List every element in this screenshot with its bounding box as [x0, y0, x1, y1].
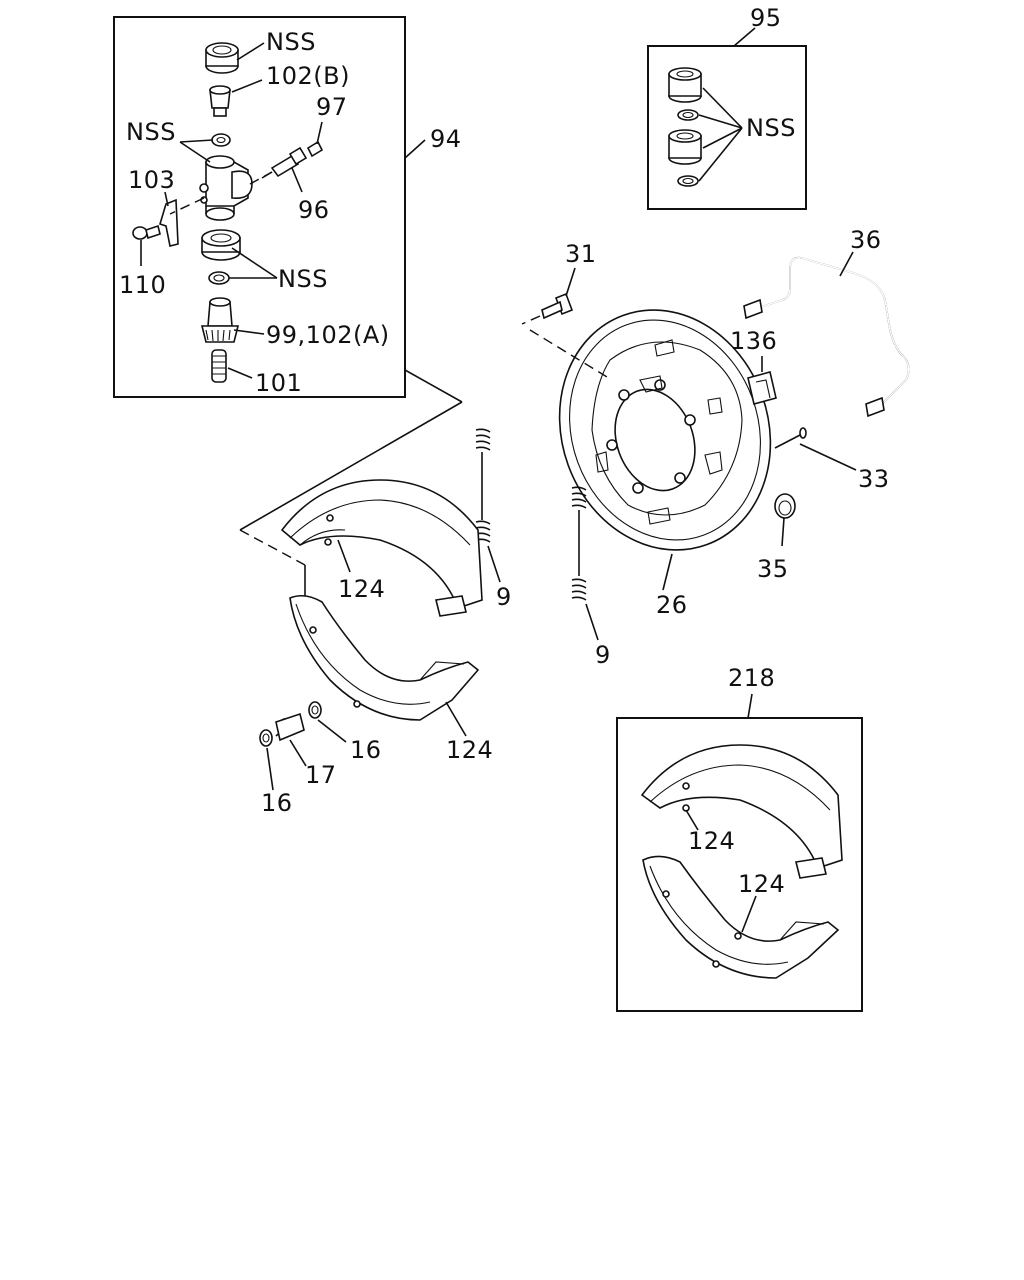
springs-9 — [475, 428, 599, 641]
label-26: 26 — [656, 591, 688, 619]
brake-shoe-upper — [280, 479, 483, 617]
brake-shoe-kit-box — [616, 717, 863, 1012]
assembly-lines — [239, 369, 463, 600]
repair-kit-box — [647, 45, 807, 210]
label-16-right: 16 — [350, 736, 382, 764]
boot-top — [205, 42, 239, 74]
label-102b: 102(B) — [266, 62, 350, 90]
label-36: 36 — [850, 226, 882, 254]
label-99-102a: 99,102(A) — [266, 321, 390, 349]
brake-shoe-lower — [289, 594, 480, 737]
bleeder-cap — [306, 140, 324, 158]
piston-102b — [209, 85, 231, 117]
lock-plate — [159, 198, 179, 247]
label-31: 31 — [565, 240, 597, 268]
label-124-kit-upper: 124 — [688, 827, 735, 855]
label-124-kit-lower: 124 — [738, 870, 785, 898]
cylinder-body — [199, 155, 253, 221]
mounting-bolt — [132, 224, 161, 240]
part-labels: NSS 102(B) 97 94 NSS 103 96 110 NSS 99,1… — [119, 4, 890, 898]
bolt-31 — [521, 267, 613, 381]
adjuster-screw — [211, 349, 227, 383]
label-110: 110 — [119, 271, 166, 299]
backing-plate — [558, 309, 772, 591]
label-97: 97 — [316, 93, 348, 121]
label-nss-kit: NSS — [746, 114, 796, 142]
label-96: 96 — [298, 196, 330, 224]
label-17: 17 — [305, 761, 337, 789]
plug-35 — [774, 493, 796, 547]
label-101: 101 — [255, 369, 302, 397]
spring-17-washers-16 — [259, 701, 347, 791]
label-103: 103 — [128, 166, 175, 194]
label-95: 95 — [750, 4, 782, 32]
label-nss-top: NSS — [266, 28, 316, 56]
pin-33 — [774, 427, 857, 471]
wheel-cylinder-assembly-box — [113, 16, 406, 398]
label-nss-mid: NSS — [278, 265, 328, 293]
cup-top — [211, 133, 231, 147]
spring-upper — [475, 428, 501, 583]
repair-kit-parts — [668, 27, 756, 187]
wheel-cylinder-parts — [132, 42, 324, 383]
cup-bottom — [208, 271, 230, 285]
kit-218-shoes — [640, 693, 843, 979]
label-nss-left: NSS — [126, 118, 176, 146]
label-136: 136 — [730, 327, 777, 355]
label-218: 218 — [728, 664, 775, 692]
label-33: 33 — [858, 465, 890, 493]
leader-lines-94 — [140, 42, 426, 379]
clip-136 — [747, 356, 777, 405]
boot-bottom — [201, 229, 241, 261]
label-35: 35 — [757, 555, 789, 583]
label-16-left: 16 — [261, 789, 293, 817]
label-9-upper: 9 — [496, 583, 512, 611]
spring-lower — [571, 486, 599, 641]
label-124-lower: 124 — [446, 736, 493, 764]
label-124-upper: 124 — [338, 575, 385, 603]
label-9-lower: 9 — [595, 641, 611, 669]
label-94: 94 — [430, 125, 462, 153]
adjuster-piston — [200, 297, 240, 343]
brake-pipe — [743, 251, 910, 418]
